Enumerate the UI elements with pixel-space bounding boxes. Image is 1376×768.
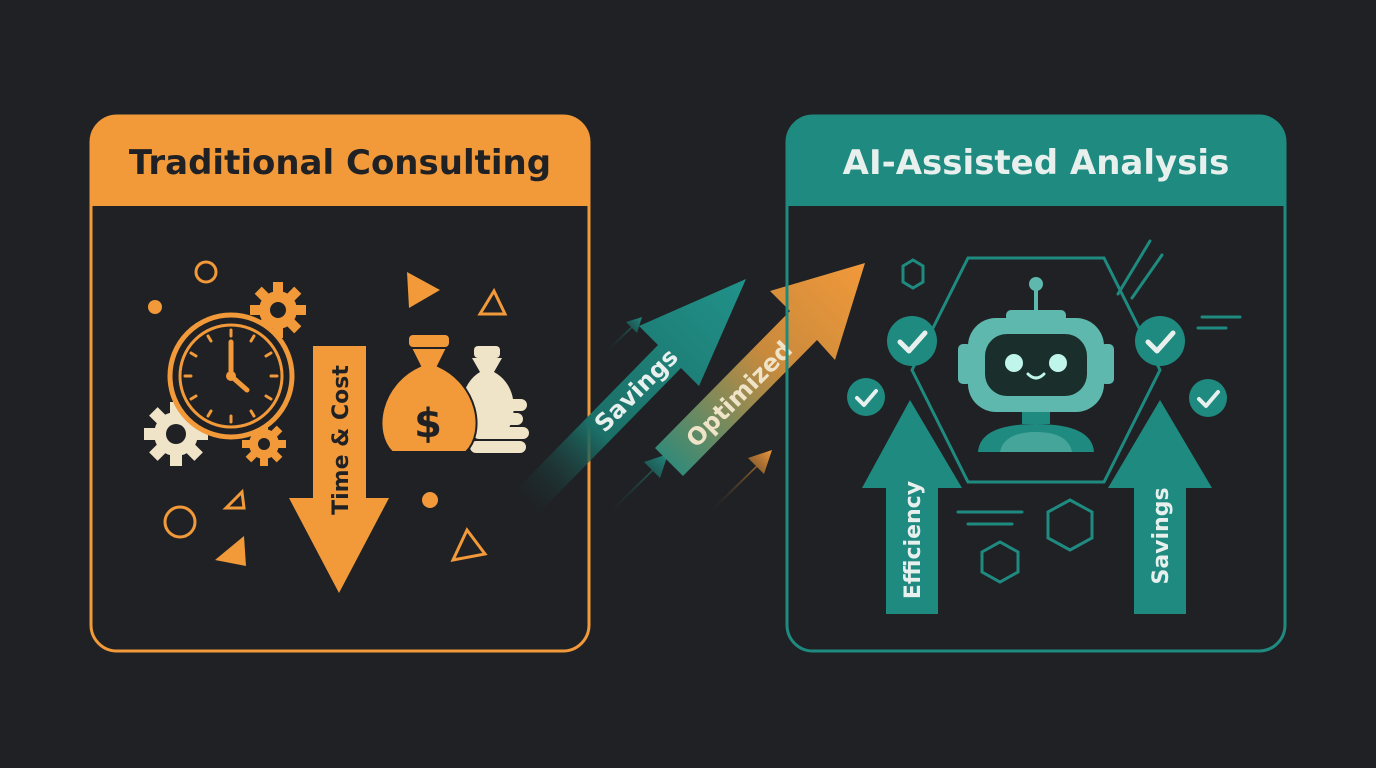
savings-right-label: Savings bbox=[1149, 487, 1174, 584]
dot-decor bbox=[422, 492, 438, 508]
ring-decor bbox=[163, 505, 197, 539]
right-panel: AI-Assisted Analysis bbox=[785, 114, 1287, 653]
transition-arrows: Savings Optimized bbox=[517, 263, 865, 518]
left-panel-title: Traditional Consulting bbox=[129, 143, 551, 183]
small-arrow-decor bbox=[604, 454, 668, 518]
dot-decor bbox=[148, 300, 162, 314]
left-panel: Traditional Consulting bbox=[89, 114, 591, 653]
efficiency-up-arrow: Efficiency bbox=[862, 400, 962, 614]
time-cost-down-arrow: Time & Cost bbox=[289, 346, 389, 593]
triangle-decor bbox=[215, 536, 246, 566]
hexagon-icon bbox=[980, 540, 1020, 584]
gear-icon bbox=[242, 422, 286, 466]
triangle-decor bbox=[407, 272, 440, 308]
savings-arrow-label: Savings bbox=[589, 343, 684, 438]
time-cost-label: Time & Cost bbox=[329, 365, 354, 515]
triangle-decor bbox=[222, 488, 246, 510]
hexagon-icon bbox=[1046, 498, 1094, 552]
ring-decor bbox=[194, 260, 218, 284]
check-circle-icon bbox=[847, 378, 885, 416]
line-decor bbox=[956, 239, 1242, 526]
efficiency-label: Efficiency bbox=[901, 481, 926, 599]
check-circle-icon bbox=[887, 316, 937, 366]
check-circle-icon bbox=[1135, 316, 1185, 366]
small-arrow-decor bbox=[708, 450, 772, 514]
hexagon-frame bbox=[910, 256, 1162, 484]
right-panel-header bbox=[787, 116, 1285, 206]
money-bag-icon: $ bbox=[380, 333, 478, 453]
right-panel-title: AI-Assisted Analysis bbox=[843, 143, 1230, 183]
clock-icon bbox=[167, 312, 295, 440]
savings-up-arrow: Savings bbox=[1108, 400, 1212, 614]
check-circle-icon bbox=[1189, 379, 1227, 417]
hexagon-icon bbox=[901, 258, 925, 290]
triangle-decor bbox=[450, 527, 488, 563]
robot-icon bbox=[958, 277, 1114, 452]
left-panel-header bbox=[91, 116, 589, 206]
triangle-decor bbox=[477, 287, 508, 316]
small-arrow-decor bbox=[604, 317, 642, 354]
dollar-sign: $ bbox=[414, 401, 442, 447]
